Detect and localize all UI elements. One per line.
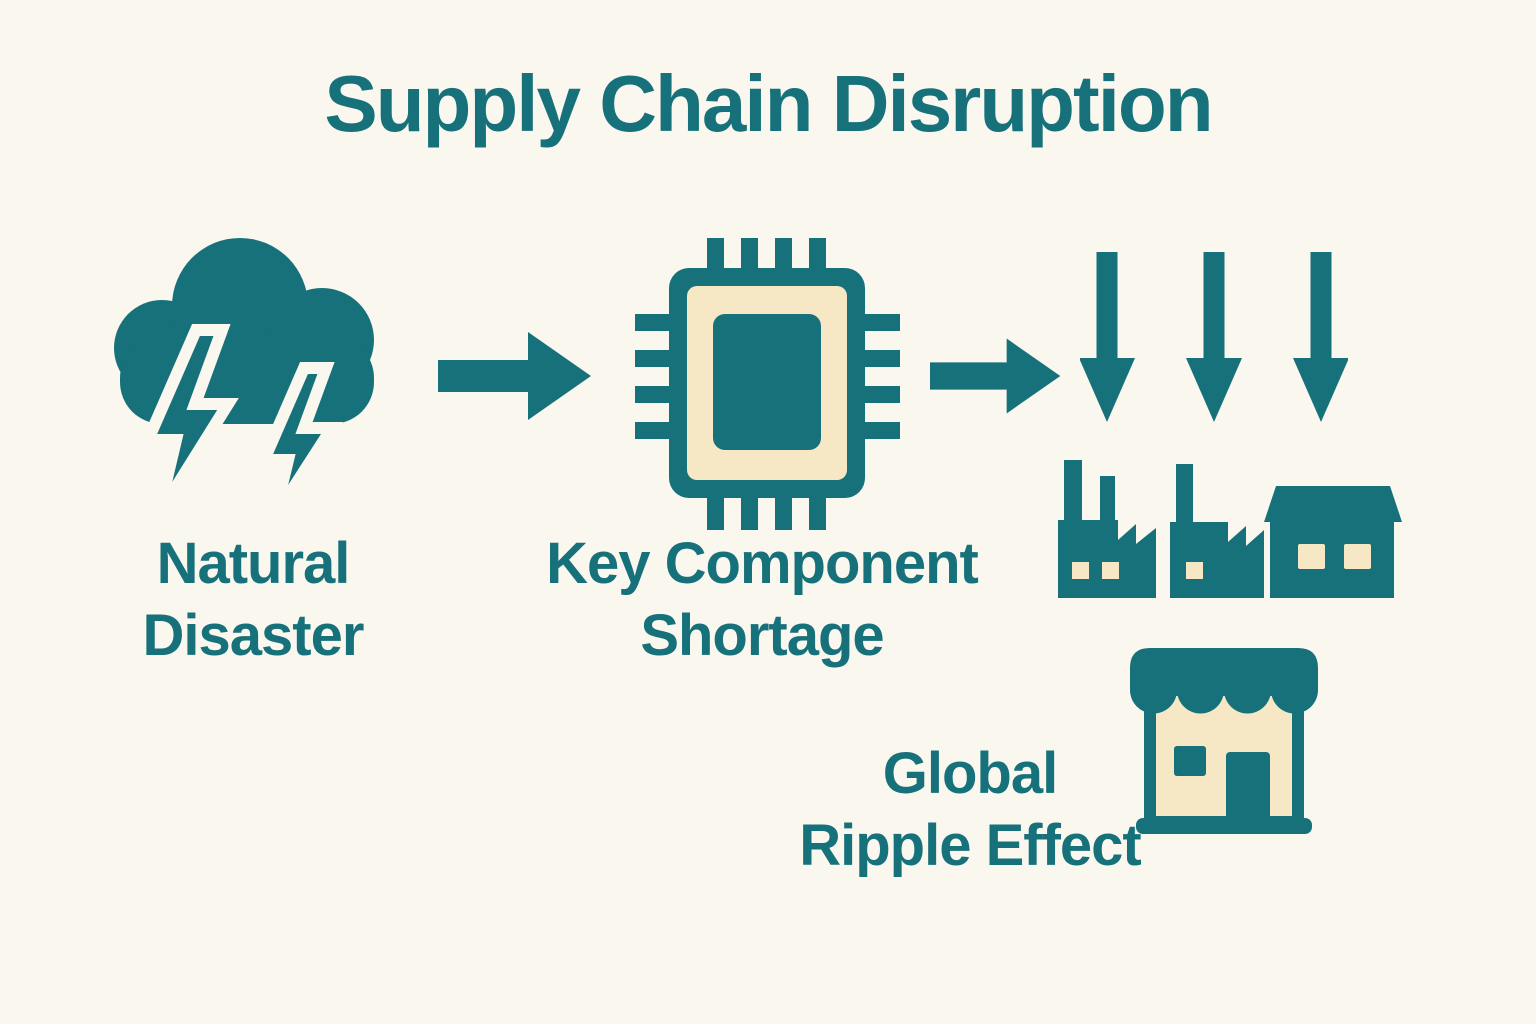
- label-line: Disaster: [142, 603, 365, 668]
- chip-icon: [635, 238, 900, 530]
- diagram-title: Supply Chain Disruption: [324, 59, 1213, 148]
- label-line: Key Component: [546, 531, 979, 596]
- storm-cloud-lightning-icon: [114, 238, 374, 518]
- global-ripple-effect-label: Global Ripple Effect: [770, 738, 1170, 882]
- arrow-right-icon: [930, 338, 1061, 414]
- down-arrows-icon: [1080, 252, 1348, 422]
- label-line: Ripple Effect: [799, 813, 1142, 878]
- label-line: Natural: [156, 531, 351, 596]
- factory-buildings-icon: [1058, 460, 1402, 598]
- store-icon: [1130, 648, 1318, 834]
- natural-disaster-label: Natural Disaster: [73, 528, 433, 672]
- arrow-right-icon: [438, 332, 591, 420]
- label-line: Shortage: [640, 603, 884, 668]
- key-component-shortage-label: Key Component Shortage: [482, 528, 1042, 672]
- label-line: Global: [882, 741, 1058, 806]
